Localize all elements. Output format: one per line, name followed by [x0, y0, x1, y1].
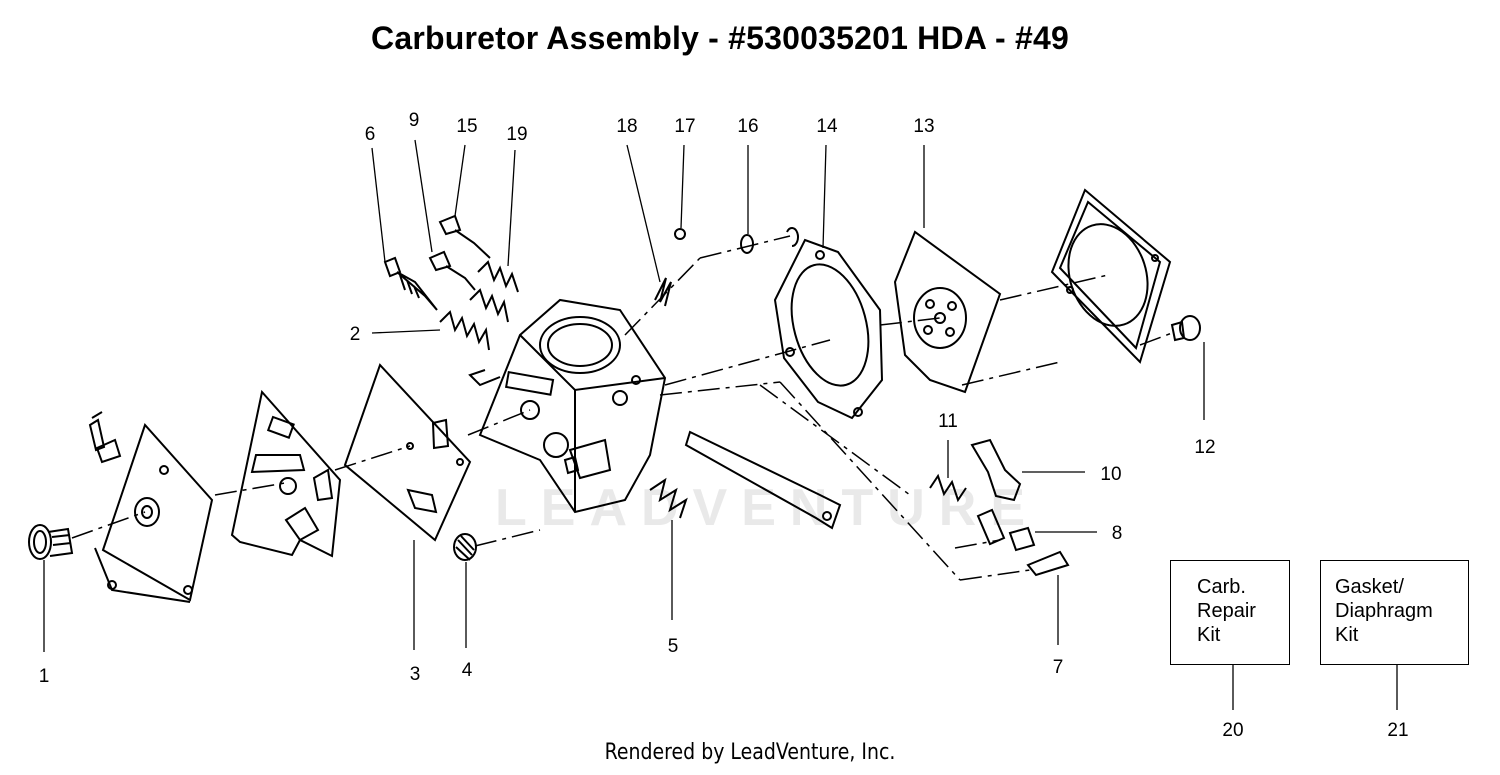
throttle-shaft[interactable]: [684, 430, 842, 530]
part-7-needle[interactable]: [1026, 550, 1070, 577]
callout-3: 3: [410, 664, 421, 685]
part-3-metering-plate[interactable]: [343, 363, 472, 542]
page-title: Carburetor Assembly - #530035201 HDA - #…: [371, 20, 1069, 56]
part-16-screen[interactable]: [740, 227, 799, 254]
part-9-needle[interactable]: [428, 250, 476, 291]
callout-19: 19: [506, 124, 527, 145]
diaphragm-cover[interactable]: [1050, 188, 1172, 364]
kit-label-line: Carb.: [1197, 576, 1246, 598]
part-11-spring[interactable]: [929, 473, 967, 503]
part-12-screw[interactable]: [1170, 315, 1201, 342]
leadventure-watermark: LEADVENTURE: [495, 479, 1040, 537]
kit-label-line: Repair: [1197, 600, 1256, 622]
part-6-needle[interactable]: [383, 256, 438, 311]
part-2-spring[interactable]: [439, 310, 490, 351]
callout-5: 5: [668, 636, 679, 657]
part-19-spring[interactable]: [469, 260, 519, 323]
callout-13: 13: [913, 116, 934, 137]
part-13-diaphragm[interactable]: [893, 230, 1002, 394]
carburetor-body[interactable]: [468, 298, 667, 514]
kit-label-line: Gasket/: [1335, 576, 1404, 598]
part-17-ball[interactable]: [674, 228, 686, 240]
pump-cover[interactable]: [88, 411, 214, 603]
callout-16: 16: [737, 116, 758, 137]
callout-15: 15: [456, 116, 477, 137]
footer-credit: Rendered by LeadVenture, Inc.: [604, 740, 896, 765]
part-4-screen[interactable]: [453, 533, 477, 561]
callout-18: 18: [616, 116, 637, 137]
gasket-diaphragm-kit-box[interactable]: Gasket/ Diaphragm Kit: [1320, 560, 1469, 665]
part-15-needle[interactable]: [438, 214, 491, 259]
callout-1: 1: [39, 666, 50, 687]
part-14-gasket[interactable]: [773, 238, 884, 420]
callout-10: 10: [1100, 464, 1121, 485]
callout-2: 2: [350, 324, 361, 345]
callout-17: 17: [674, 116, 695, 137]
part-18-spring[interactable]: [654, 277, 672, 307]
kit-label-line: Kit: [1197, 624, 1221, 646]
kit-label-line: Kit: [1335, 624, 1359, 646]
pivot-pin[interactable]: [976, 508, 1006, 546]
part-10-lever[interactable]: [970, 438, 1022, 502]
callout-9: 9: [409, 110, 420, 131]
callout-4: 4: [462, 660, 473, 681]
callout-12: 12: [1194, 437, 1215, 458]
callout-7: 7: [1053, 657, 1064, 678]
callout-6: 6: [365, 124, 376, 145]
callout-21: 21: [1387, 720, 1408, 741]
part-1-screw[interactable]: [28, 524, 74, 560]
carb-repair-kit-box[interactable]: Carb. Repair Kit: [1170, 560, 1290, 665]
callout-8: 8: [1112, 523, 1123, 544]
callout-11: 11: [938, 411, 958, 432]
pump-gasket[interactable]: [230, 389, 342, 558]
callout-20: 20: [1222, 720, 1243, 741]
kit-label-line: Diaphragm: [1335, 600, 1433, 622]
part-5-spring[interactable]: [649, 477, 688, 519]
callout-14: 14: [816, 116, 838, 137]
part-8-screw[interactable]: [1008, 526, 1036, 552]
